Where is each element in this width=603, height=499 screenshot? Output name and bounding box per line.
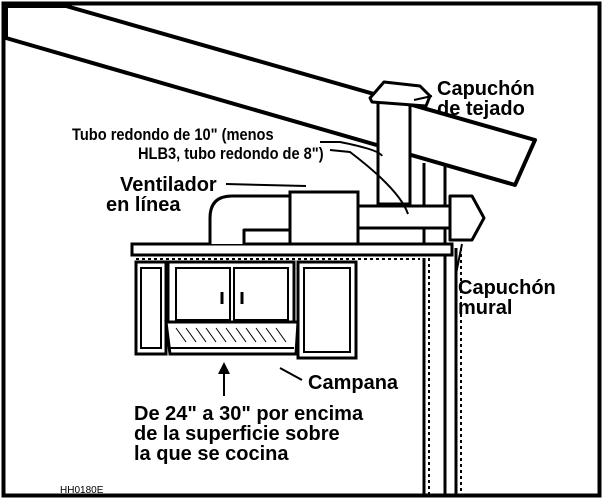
wall-cap-label: Capuchón mural [458,278,556,318]
roof-cap [368,80,432,108]
figure-code: HH0180E [60,485,104,496]
ceiling-slab [130,242,454,260]
roof-cap-label-line-2: de tejado [437,98,525,120]
height-note-line-2: de la superficie sobre [134,423,340,445]
inline-fan-label: Ventilador en línea [106,174,217,215]
height-note-line-1: De 24" a 30" por encima [134,403,364,425]
wall-cap-label-line-1: Capuchón [458,277,556,299]
wall-cap [448,194,486,242]
exterior-wall [422,163,462,496]
hood-label: Campana [308,372,399,394]
height-note-line-3: la que se cocina [134,443,289,465]
range-hood [164,320,300,356]
roof-cap-label: Capuchón de tejado [437,79,535,119]
round-duct-label-2: HLB3, tubo redondo de 8") [138,145,324,162]
height-arrow [218,362,230,396]
inline-fan-label-line-2: en línea [106,194,181,216]
wall-cabinets [134,260,358,360]
round-duct-label-line-2: HLB3, tubo redondo de 8") [138,144,324,163]
round-duct-label-line-1: Tubo redondo de 10" (menos [72,125,274,144]
hood-duct [208,194,294,244]
leader-lines [225,95,463,381]
inline-fan-label-line-1: Ventilador [120,174,217,196]
height-note: De 24" a 30" por encima de la superficie… [134,404,363,464]
round-duct-label: Tubo redondo de 10" (menos [72,126,274,143]
roof-cap-label-line-1: Capuchón [437,78,535,100]
wall-cap-label-line-2: mural [458,297,513,319]
inline-fan-box [288,190,360,246]
